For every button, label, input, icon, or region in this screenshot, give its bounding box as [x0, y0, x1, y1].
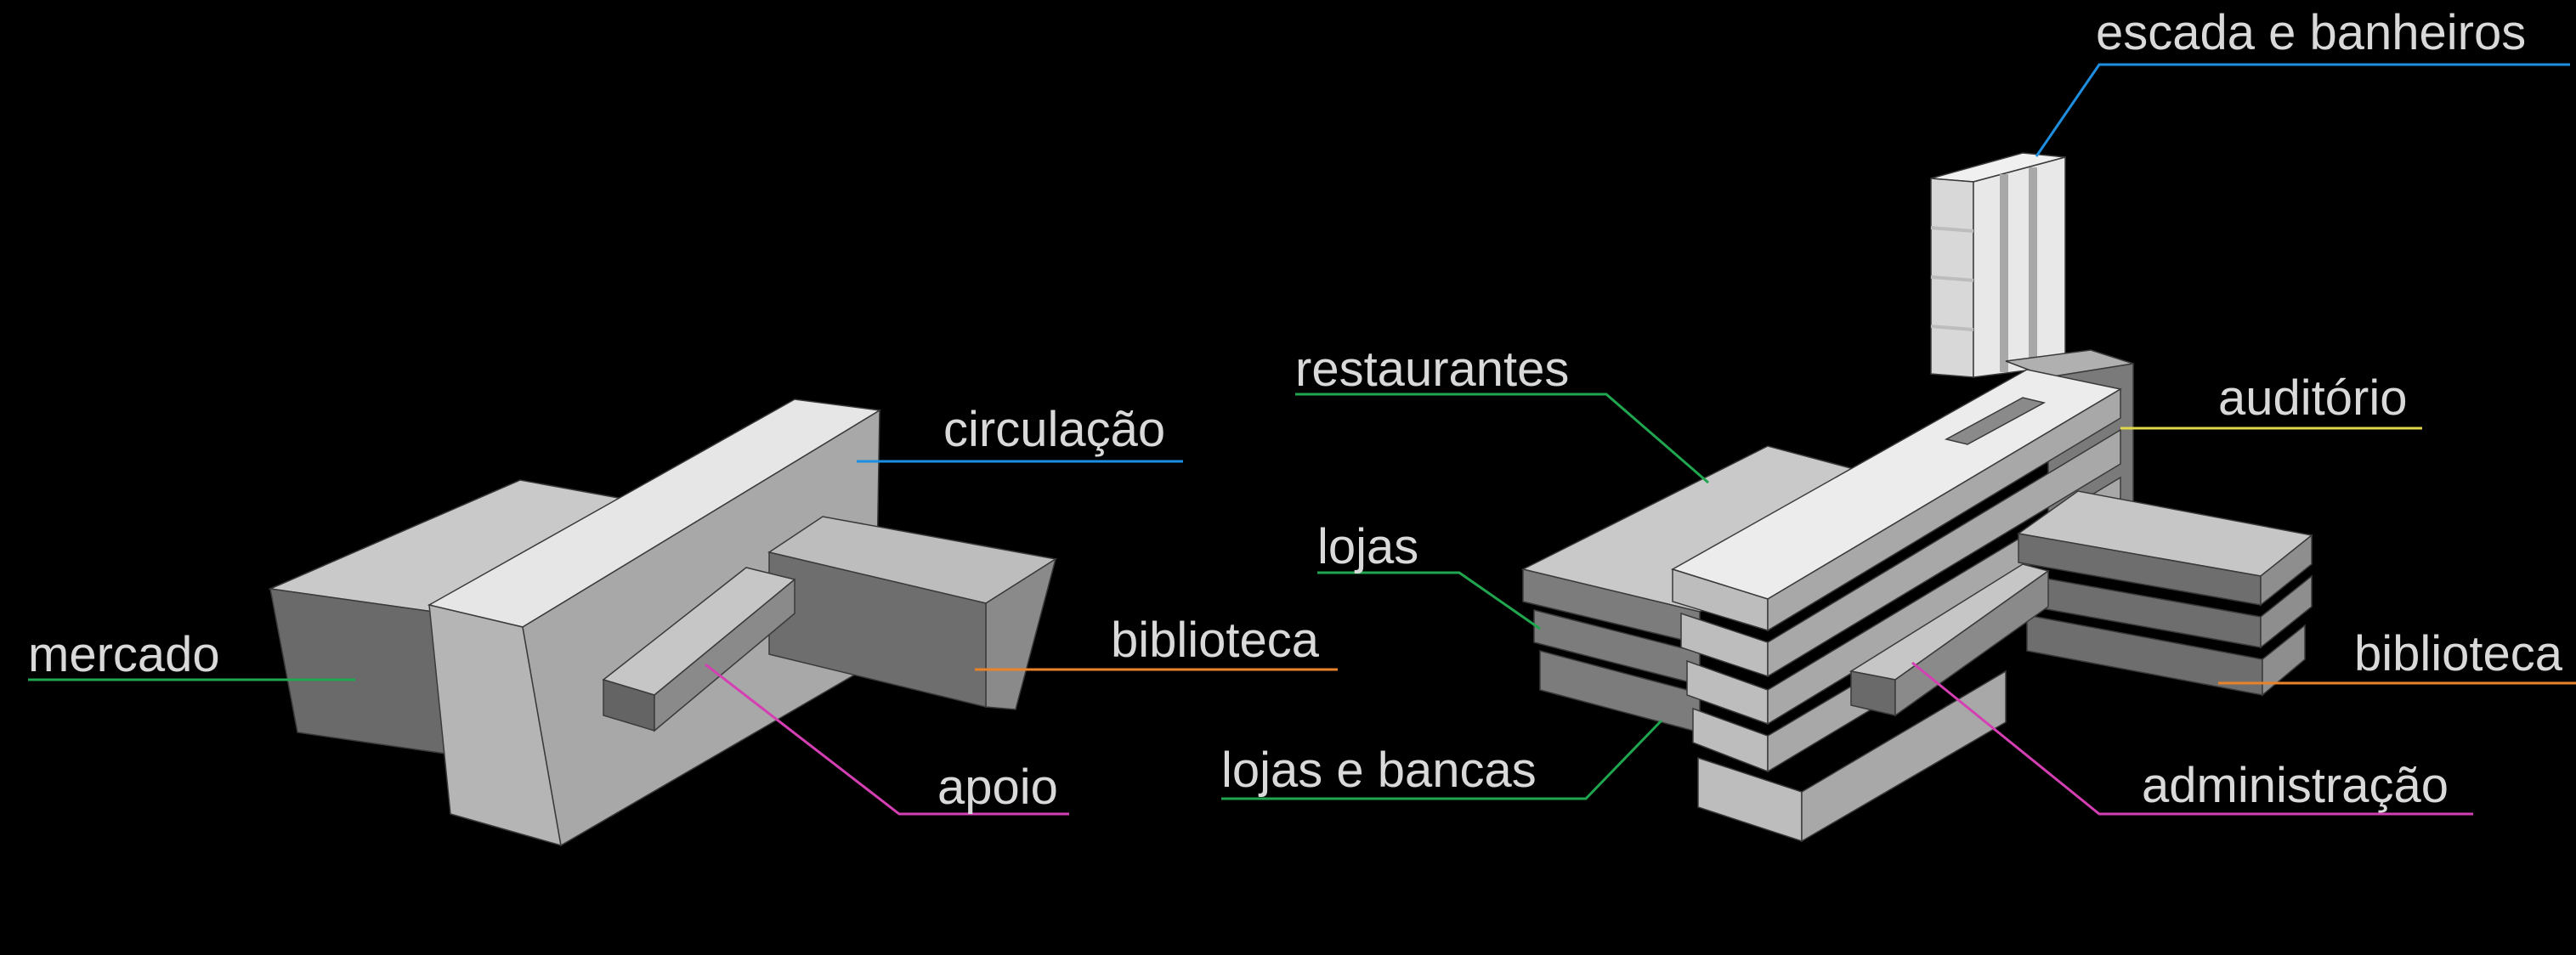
label-lojas: lojas — [1317, 519, 1418, 574]
biblioteca-block-left — [767, 516, 1058, 710]
apoio-block — [602, 567, 796, 732]
label-restaurantes: restaurantes — [1295, 342, 1569, 397]
leader-apoio — [705, 663, 1069, 816]
leader-escada-banheiros — [2035, 63, 2570, 157]
label-administracao: administração — [2142, 758, 2449, 813]
label-lojas-bancas: lojas e bancas — [1221, 743, 1537, 798]
main-spine-block — [1671, 369, 2123, 843]
leader-restaurantes — [1295, 393, 1709, 484]
label-auditorio: auditório — [2218, 370, 2407, 426]
label-biblioteca-right: biblioteca — [2354, 626, 2563, 681]
right-massing-model — [1520, 152, 2313, 843]
leader-lojas — [1317, 571, 1541, 630]
leader-administracao — [1911, 661, 2473, 816]
biblioteca-block-right — [2017, 490, 2313, 697]
escada-banheiros-tower — [1930, 152, 2066, 378]
label-circulacao: circulação — [943, 402, 1165, 457]
leader-lines — [28, 63, 2576, 816]
label-mercado: mercado — [28, 627, 220, 682]
label-biblioteca-left: biblioteca — [1111, 613, 1320, 668]
labels: mercado circulação biblioteca apoio rest… — [28, 5, 2563, 815]
label-apoio: apoio — [937, 760, 1058, 815]
label-escada-banheiros: escada e banheiros — [2096, 5, 2526, 60]
leader-lojas-bancas — [1221, 719, 1663, 800]
left-massing-model — [268, 398, 1058, 847]
